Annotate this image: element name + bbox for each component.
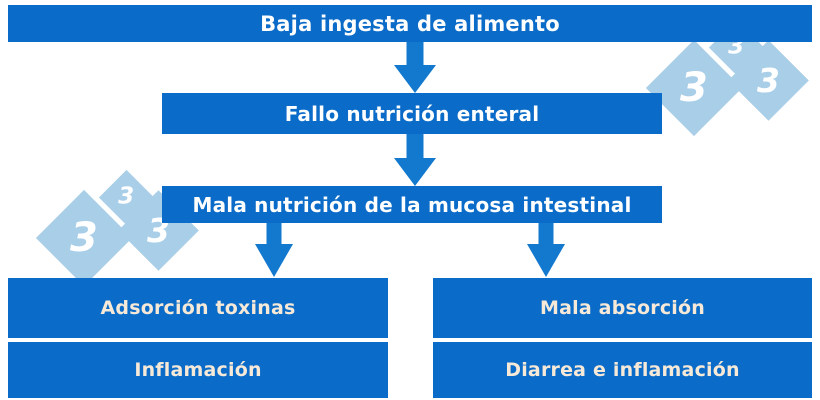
node-label: Inflamación: [134, 359, 262, 381]
node-label: Mala nutrición de la mucosa intestinal: [192, 192, 632, 217]
watermark-diamond-small: 3: [98, 169, 155, 226]
node-fallo-nutricion[interactable]: Fallo nutrición enteral: [162, 93, 662, 134]
watermark-glyph: 3: [757, 61, 780, 100]
node-label: Mala absorción: [540, 297, 705, 319]
node-label: Adsorción toxinas: [100, 297, 296, 319]
arrow-down-icon-4: [521, 222, 571, 278]
arrow-head: [255, 244, 293, 277]
node-diarrea-inflamacion[interactable]: Diarrea e inflamación: [433, 342, 812, 398]
arrow-head: [394, 158, 436, 186]
node-adsorcion-toxinas[interactable]: Adsorción toxinas: [8, 278, 388, 338]
arrow-down-icon-3: [249, 222, 299, 278]
arrow-shaft: [406, 134, 424, 160]
node-mala-nutricion[interactable]: Mala nutrición de la mucosa intestinal: [162, 186, 662, 223]
watermark-glyph: 3: [118, 183, 135, 210]
node-mala-absorcion[interactable]: Mala absorción: [433, 278, 812, 338]
node-label: Baja ingesta de alimento: [260, 11, 560, 36]
node-label: Diarrea e inflamación: [505, 359, 740, 381]
watermark-top-right: 3 3 3: [645, 19, 820, 143]
arrow-down-icon-2: [385, 134, 445, 186]
node-baja-ingesta[interactable]: Baja ingesta de alimento: [8, 5, 812, 42]
arrow-shaft: [266, 222, 282, 246]
arrow-shaft: [406, 41, 424, 67]
arrow-down-icon-1: [385, 41, 445, 93]
watermark-diamond-large: 3: [35, 189, 133, 287]
watermark-glyph: 3: [70, 215, 98, 261]
node-label: Fallo nutrición enteral: [284, 101, 540, 126]
arrow-head: [394, 65, 436, 93]
node-inflamacion[interactable]: Inflamación: [8, 342, 388, 398]
arrow-head: [527, 244, 565, 277]
arrow-shaft: [538, 222, 554, 246]
watermark-glyph: 3: [680, 65, 708, 111]
watermark-diamond-medium: 3: [728, 40, 809, 121]
